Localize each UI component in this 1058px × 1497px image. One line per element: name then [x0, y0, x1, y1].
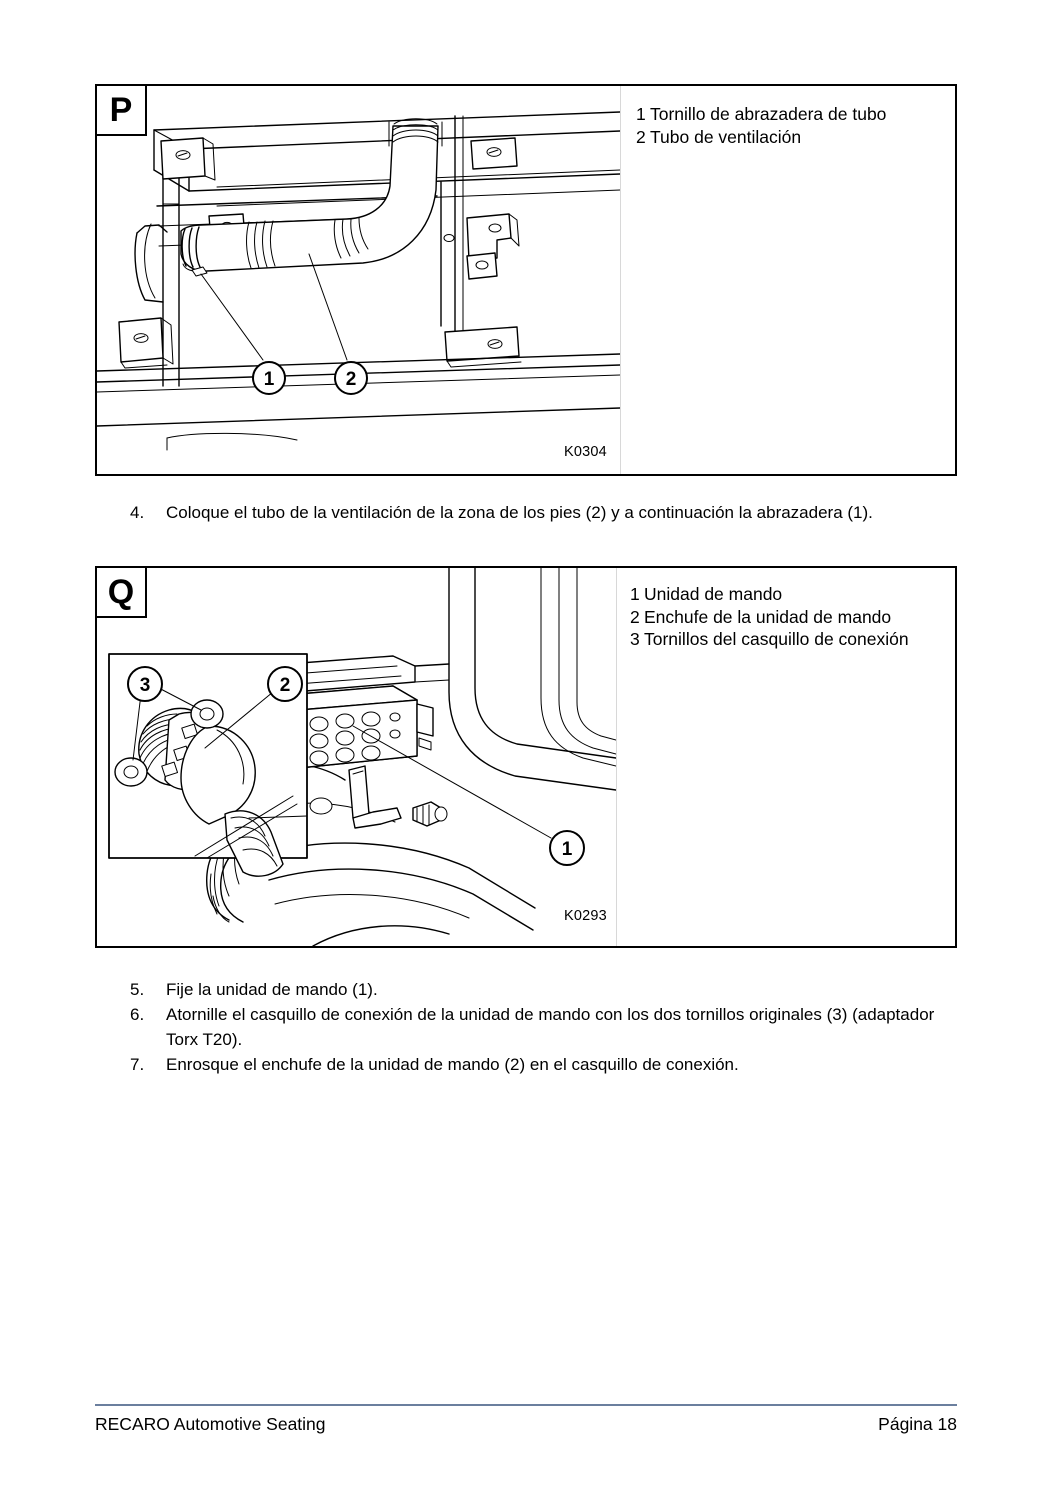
legend-number: 2	[636, 126, 646, 147]
footer-page-number: Página 18	[878, 1414, 957, 1434]
legend-number: 1	[630, 584, 640, 604]
legend-number: 3	[630, 629, 640, 649]
step-text: Coloque el tubo de la ventilación de la …	[166, 503, 873, 522]
legend-number: 1	[636, 104, 646, 124]
instruction-step: 6. Atornille el casquillo de conexión de…	[130, 1002, 960, 1052]
figure-badge-p: P	[95, 84, 147, 136]
ventilation-tube-drawing: 1 2	[97, 111, 620, 451]
figure-illustration-p: 1 2	[97, 86, 620, 474]
footer-rule	[95, 1404, 957, 1406]
figure-badge-q: Q	[95, 566, 147, 618]
legend-text: Tornillo de abrazadera de tubo	[650, 104, 887, 124]
figure-panel-p: P	[95, 84, 957, 476]
step-number: 7.	[130, 1055, 145, 1074]
legend-number: 2	[630, 606, 640, 627]
callout-1-label: 1	[264, 369, 275, 390]
footer-company-name: RECARO Automotive Seating	[95, 1414, 326, 1434]
figure-illustration-q: 3 2 1	[97, 568, 616, 946]
step-text: Fije la unidad de mando (1).	[166, 980, 378, 999]
figure-code-p: K0304	[564, 444, 607, 460]
figure-code-q: K0293	[564, 908, 607, 924]
instruction-step: 5. Fije la unidad de mando (1).	[130, 977, 960, 1002]
control-unit-connector-drawing: 3 2 1	[108, 568, 616, 946]
figure-divider-q	[616, 568, 617, 946]
page-footer: RECARO Automotive Seating Página 18	[95, 1414, 957, 1435]
callout-2-label: 2	[280, 675, 291, 696]
instruction-list-first: 4. Coloque el tubo de la ventilación de …	[130, 500, 960, 525]
legend-text: Tornillos del casquillo de conexión	[644, 629, 909, 649]
figure-divider-p	[620, 86, 621, 474]
figure-panel-q: Q	[95, 566, 957, 948]
legend-text: Enchufe de la unidad de mando	[644, 606, 892, 627]
step-number: 5.	[130, 980, 145, 999]
step-number: 4.	[130, 503, 145, 522]
callout-3-label: 3	[140, 675, 151, 696]
legend-text: Tubo de ventilación	[650, 126, 802, 147]
callout-1-label: 1	[562, 839, 573, 860]
instruction-step: 7. Enrosque el enchufe de la unidad de m…	[130, 1052, 960, 1077]
step-number: 6.	[130, 1005, 145, 1024]
step-text: Atornille el casquillo de conexión de la…	[166, 1005, 935, 1049]
instruction-step: 4. Coloque el tubo de la ventilación de …	[130, 500, 960, 525]
instruction-list-second: 5. Fije la unidad de mando (1). 6. Atorn…	[130, 977, 960, 1077]
callout-2-label: 2	[346, 369, 357, 390]
step-text: Enrosque el enchufe de la unidad de mand…	[166, 1055, 739, 1074]
legend-text: Unidad de mando	[644, 584, 783, 604]
